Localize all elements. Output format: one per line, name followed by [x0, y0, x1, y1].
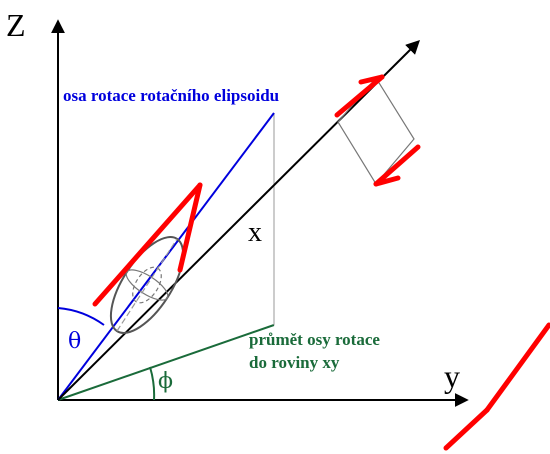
- projection-line: [57, 324, 275, 401]
- red-arrow-middle: [92, 182, 203, 307]
- x-vector-label: x: [248, 217, 262, 248]
- projection-caption-line2: do roviny xy: [249, 353, 340, 372]
- rotation-axis-caption: osa rotace rotačního elipsoidu: [63, 86, 279, 105]
- theta-label: θ: [68, 329, 81, 354]
- red-arrow-upper: [334, 74, 385, 118]
- plane-rectangle: [337, 76, 415, 186]
- ellipsoid: [109, 236, 185, 334]
- rotation-axis-line: [57, 112, 275, 401]
- red-arrow-bottom: [443, 322, 550, 451]
- red-arrow-lower: [373, 144, 421, 187]
- theta-arc: [57, 307, 105, 326]
- y-axis-label: y: [444, 358, 460, 394]
- x-vector-line: [57, 40, 420, 401]
- z-axis-label: Z: [6, 7, 26, 43]
- projection-caption-line1: průmět osy rotace: [249, 330, 380, 349]
- phi-arc: [149, 366, 156, 401]
- phi-label: ϕ: [158, 369, 173, 394]
